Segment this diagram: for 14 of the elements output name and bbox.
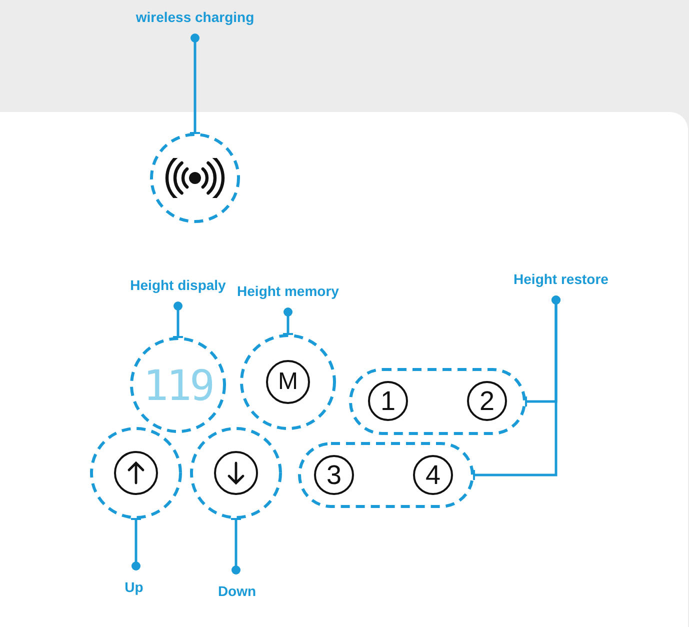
callout-label: Height restore <box>514 271 608 287</box>
callout-label: Down <box>218 583 256 599</box>
height-readout: 119 <box>143 360 213 410</box>
leader-line <box>130 518 142 570</box>
leader-line <box>172 302 184 338</box>
leader-line <box>473 296 560 481</box>
leader-line <box>230 518 242 574</box>
leader-line <box>189 34 201 134</box>
leader-line <box>282 308 294 335</box>
memory-key: M <box>266 360 310 404</box>
callout-label: Height memory <box>237 283 339 299</box>
callout-label: wireless charging <box>136 9 254 25</box>
callout-label: Height dispaly <box>130 277 226 293</box>
callout-label: Up <box>124 579 144 595</box>
